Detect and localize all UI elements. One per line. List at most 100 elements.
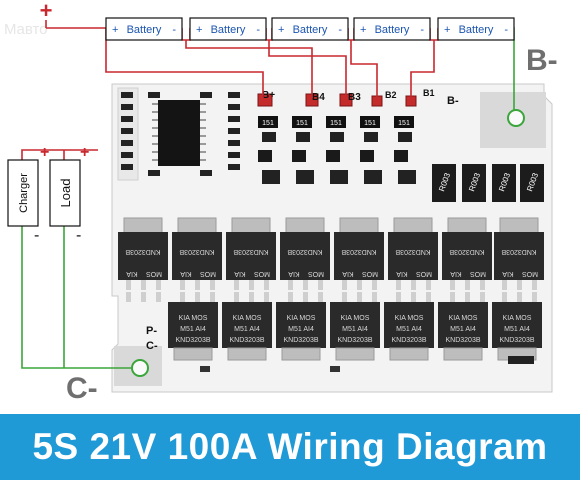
small-components-left [121, 92, 133, 170]
wire-series-4-5 [429, 28, 439, 41]
battery-minus: - [172, 24, 176, 36]
battery-plus: + [278, 24, 284, 36]
label-b4: B4 [312, 92, 325, 103]
mosfet: KND3203B KIA MOS [118, 217, 168, 290]
mosfet-code: KND3203B [287, 248, 322, 255]
title-banner: 5S 21V 100A Wiring Diagram [0, 414, 580, 480]
c-minus-terminal-label: C- [66, 372, 98, 405]
mosfet-text: KIA MOS [233, 315, 262, 322]
mosfet-code: KND3203B [179, 248, 214, 255]
mosfet-brand: KIA [126, 270, 138, 277]
battery-plus: + [444, 24, 450, 36]
battery-minus: - [504, 24, 508, 36]
battery-box: +Battery- [105, 17, 183, 41]
bottom-component [330, 366, 340, 372]
mosfet-text: M51 AI4 [342, 326, 368, 333]
resistor-code: 151 [330, 120, 342, 127]
mosfet-code: KND3203B [233, 248, 268, 255]
mosfet-brand: KIA [396, 270, 408, 277]
pcb-board: 151 151 151 151 151 R003 [111, 83, 553, 393]
battery-row: +Battery-+Battery-+Battery-+Battery-+Bat… [105, 17, 515, 41]
resistor-code: 151 [262, 120, 274, 127]
wire-tap-b1 [410, 40, 435, 100]
load-plus: + [80, 144, 89, 161]
label-bplus: B+ [262, 90, 275, 101]
wire-battery1-plus [46, 27, 264, 98]
mosfet-code: KND3203B [341, 248, 376, 255]
small-components-right [148, 92, 240, 176]
mosfet-mos: MOS [308, 270, 324, 277]
battery-label: Battery [127, 24, 162, 36]
battery-plus: + [360, 24, 366, 36]
mosfet-text: KIA MOS [395, 315, 424, 322]
mosfet-text: KND3203B [175, 337, 210, 344]
shunt-resistors: R003 R003 R003 R003 [432, 164, 544, 202]
wire-tap-b4 [185, 40, 313, 98]
mosfet-brand: KIA [502, 270, 514, 277]
battery-box: +Battery- [353, 17, 431, 41]
balance-pads [257, 93, 417, 107]
wire-series-1-2 [181, 28, 191, 41]
b-minus-terminal-label: B- [526, 44, 558, 77]
mosfet-mos: MOS [146, 270, 162, 277]
load-box: Load + - [49, 144, 89, 244]
mosfet-row-top: KND3203B KIA MOS KND3203B KIA MOS KND3203B KIA M… [118, 217, 544, 290]
wire-charger-minus [21, 226, 132, 369]
charger-minus: - [34, 227, 39, 244]
mosfet-mos: MOS [200, 270, 216, 277]
mosfet-brand: KIA [234, 270, 246, 277]
battery-minus: - [338, 24, 342, 36]
label-b-minus-pcb: B- [447, 95, 459, 107]
mosfet-code: KND3203B [501, 248, 536, 255]
mosfet [502, 292, 537, 302]
mosfet-text: M51 AI4 [234, 326, 260, 333]
mosfet-text: KND3203B [229, 337, 264, 344]
mosfet-text: KND3203B [391, 337, 426, 344]
battery-outline [437, 17, 515, 41]
mosfet-code: KND3203B [449, 248, 484, 255]
pad-bplus [257, 93, 273, 107]
load-label: Load [58, 179, 73, 208]
charger-label: Charger [18, 173, 30, 213]
ic-chip [158, 100, 200, 166]
mosfet-text: KND3203B [445, 337, 480, 344]
mosfet-brand: KIA [288, 270, 300, 277]
resistor-code: 151 [364, 120, 376, 127]
wire-series-2-3 [265, 28, 273, 41]
battery-label: Battery [293, 24, 328, 36]
mosfet-mos: MOS [254, 270, 270, 277]
battery-outline [189, 17, 267, 41]
mosfet-mos: MOS [362, 270, 378, 277]
mosfet-text: M51 AI4 [180, 326, 206, 333]
mosfet-text: M51 AI4 [504, 326, 530, 333]
diagram-title: 5S 21V 100A Wiring Diagram [32, 426, 548, 467]
mosfet-code: KND3203B [125, 248, 160, 255]
mosfet-text: KIA MOS [449, 315, 478, 322]
ic-chip-pins [152, 103, 206, 161]
battery-outline [353, 17, 431, 41]
mosfet-text: M51 AI4 [396, 326, 422, 333]
battery-label: Battery [375, 24, 410, 36]
battery-plus: + [196, 24, 202, 36]
battery-box: + Battery- [271, 17, 349, 41]
resistor-code: 151 [398, 120, 410, 127]
mosfet-text: KIA MOS [287, 315, 316, 322]
mosfet: KND3203B KIA MOS [280, 217, 330, 290]
battery-label: Battery [459, 24, 494, 36]
label-c-minus: C- [146, 340, 158, 352]
mosfet-text: KND3203B [499, 337, 534, 344]
top-plus-sign: + [40, 0, 53, 23]
label-b3: B3 [348, 92, 361, 103]
mosfet: KND3203B KIA MOS [226, 217, 276, 290]
